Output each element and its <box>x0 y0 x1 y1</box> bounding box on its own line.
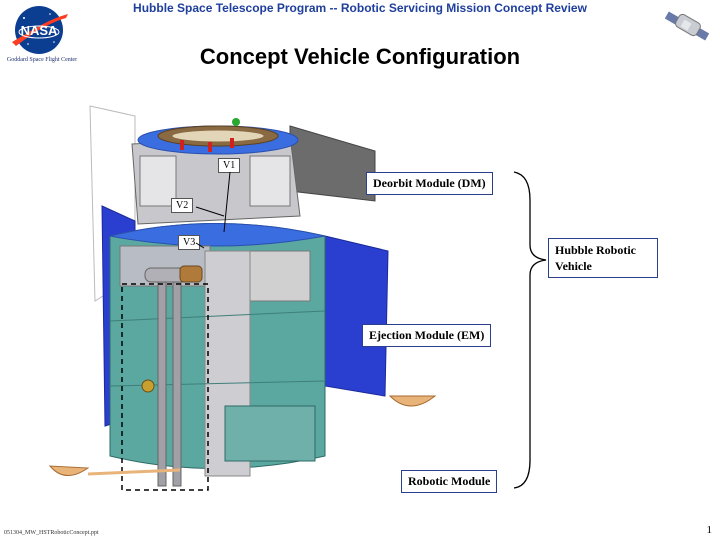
v3-label: V3 <box>178 235 201 250</box>
arm-pipe-left <box>157 275 167 487</box>
v1-label: V1 <box>218 158 241 173</box>
thruster-2 <box>230 138 234 148</box>
hubble-callout-line1: Hubble Robotic <box>555 243 637 257</box>
robotic-module-callout: Robotic Module <box>401 470 498 493</box>
deorbit-module-callout: Deorbit Module (DM) <box>366 172 493 195</box>
deorbit-panel-right <box>249 155 291 207</box>
hubble-callout-line2: Vehicle <box>555 259 592 273</box>
arm-end-effector <box>141 379 155 393</box>
program-header: Hubble Space Telescope Program -- Roboti… <box>133 1 587 15</box>
deorbit-panel-left <box>139 155 177 207</box>
arm-actuator <box>179 265 203 283</box>
side-equipment-bay <box>249 250 311 302</box>
docking-interior <box>171 129 265 143</box>
footer-filename: 051304_MW_HSTRoboticConcept.ppt <box>4 530 99 536</box>
nasa-logo-icon: NASA <box>12 6 68 54</box>
robotic-module-outline <box>121 283 209 491</box>
v2-label: V2 <box>171 198 194 213</box>
nasa-logo-text: NASA <box>21 23 58 38</box>
page-title: Concept Vehicle Configuration <box>199 44 521 69</box>
hubble-robotic-vehicle-callout: Hubble Robotic Vehicle <box>548 238 658 278</box>
left-antenna-dish <box>48 465 90 476</box>
hubble-vehicle-bracket <box>513 171 547 489</box>
module-top-ring <box>109 223 326 247</box>
robotic-vehicle-illustration <box>48 105 437 491</box>
upper-solar-panel <box>289 125 376 202</box>
page-number: 1 <box>706 524 713 536</box>
ejection-module-callout: Ejection Module (EM) <box>362 324 492 347</box>
thruster-1 <box>208 142 212 152</box>
right-solar-panel <box>324 235 389 397</box>
deorbit-antenna <box>232 118 240 126</box>
lower-bay <box>224 405 316 462</box>
hubble-telescope-icon <box>664 11 710 41</box>
gsfc-caption: Goddard Space Flight Center <box>6 57 78 63</box>
thruster-3 <box>180 140 184 150</box>
right-antenna-dish <box>388 395 437 407</box>
arm-pipe-right <box>172 275 182 487</box>
